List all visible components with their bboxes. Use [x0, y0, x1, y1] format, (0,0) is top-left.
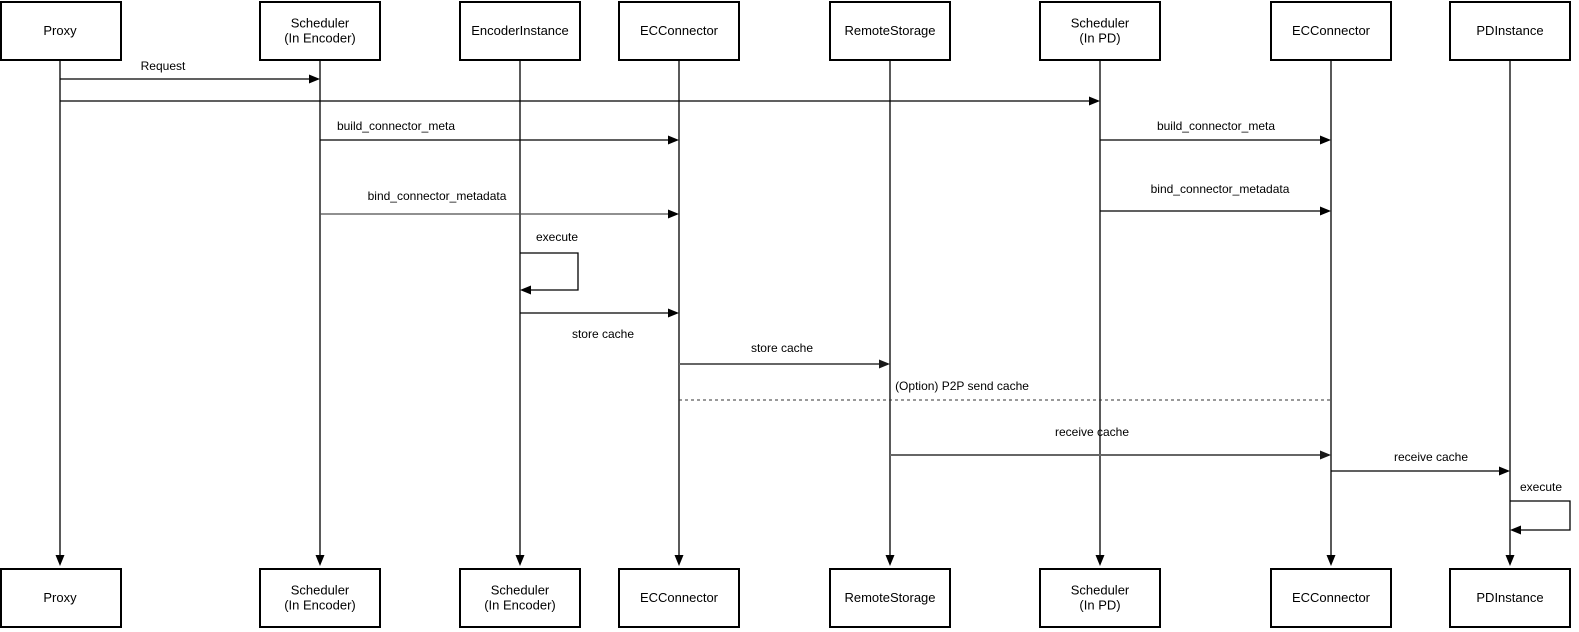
self-loop-arrowhead-execute-encoder-instance — [520, 285, 531, 295]
participant-box-bottom-scheduler-in-pd — [1039, 568, 1161, 628]
participant-label-bottom-ec-connector-encoder: ECConnector — [640, 590, 719, 605]
participant-label-top-proxy-line: Proxy — [43, 23, 77, 38]
message-arrowhead-encoder-store-cache — [668, 308, 679, 318]
message-arrowhead-build-connector-meta-pd — [1320, 135, 1331, 145]
participant-label-bottom-ec-connector-pd-line: ECConnector — [1292, 590, 1371, 605]
lifeline-arrowhead-scheduler-in-pd — [1095, 555, 1105, 566]
self-loop-execute-encoder-instance — [520, 252, 579, 291]
message-arrowhead-bind-connector-metadata-encoder — [668, 209, 679, 219]
participant-box-top-pd-instance — [1449, 1, 1571, 61]
participant-label-bottom-proxy-line: Proxy — [43, 590, 77, 605]
lifeline-arrowhead-scheduler-in-encoder — [315, 555, 325, 566]
participant-label-bottom-encoder-instance: Scheduler(In Encoder) — [484, 583, 556, 613]
message-label-bind-connector-metadata-pd: bind_connector_metadata — [1151, 182, 1290, 196]
participant-box-top-encoder-instance — [459, 1, 581, 61]
message-label-request: Request — [141, 59, 186, 73]
participant-label-top-encoder-instance-line: EncoderInstance — [471, 23, 569, 38]
participant-box-top-remote-storage — [829, 1, 951, 61]
message-arrowhead-connector-receive-cache — [1499, 466, 1510, 476]
participant-box-bottom-ec-connector-pd — [1270, 568, 1392, 628]
participant-box-top-ec-connector-encoder — [618, 1, 740, 61]
participant-label-top-remote-storage: RemoteStorage — [844, 23, 935, 38]
participant-label-top-scheduler-in-encoder: Scheduler(In Encoder) — [284, 16, 356, 46]
participant-box-bottom-scheduler-in-encoder — [259, 568, 381, 628]
self-loop-label-execute-encoder-instance: execute — [536, 230, 578, 244]
message-label-encoder-store-cache: store cache — [572, 327, 634, 341]
participant-label-top-scheduler-in-pd-line: (In PD) — [1079, 31, 1120, 46]
participant-label-bottom-scheduler-in-encoder-line: Scheduler — [291, 583, 350, 598]
lifeline-arrowhead-pd-instance — [1505, 555, 1515, 566]
participant-label-top-scheduler-in-encoder-line: Scheduler — [291, 16, 350, 31]
lifeline-arrowhead-ec-connector-pd — [1326, 555, 1336, 566]
message-label-bind-connector-metadata-encoder: bind_connector_metadata — [368, 189, 507, 203]
participant-label-bottom-scheduler-in-pd-line: Scheduler — [1071, 583, 1130, 598]
participant-label-bottom-scheduler-in-pd: Scheduler(In PD) — [1071, 583, 1130, 613]
message-label-storage-receive-cache: receive cache — [1055, 425, 1129, 439]
participant-box-bottom-pd-instance — [1449, 568, 1571, 628]
participant-label-top-ec-connector-pd-line: ECConnector — [1292, 23, 1371, 38]
message-label-build-connector-meta-pd: build_connector_meta — [1157, 119, 1275, 133]
participant-label-bottom-scheduler-in-pd-line: (In PD) — [1079, 598, 1120, 613]
message-arrowhead-build-connector-meta-encoder — [668, 135, 679, 145]
participant-label-top-scheduler-in-encoder-line: (In Encoder) — [284, 31, 356, 46]
self-loop-execute-pd-instance — [1510, 500, 1571, 531]
message-arrowhead-connector-store-cache — [879, 359, 890, 369]
message-label-connector-store-cache: store cache — [751, 341, 813, 355]
participant-label-top-ec-connector-pd: ECConnector — [1292, 23, 1371, 38]
participant-label-bottom-remote-storage-line: RemoteStorage — [844, 590, 935, 605]
lifeline-arrowhead-proxy — [55, 555, 65, 566]
participant-label-bottom-proxy: Proxy — [43, 590, 77, 605]
participant-label-top-scheduler-in-pd-line: Scheduler — [1071, 16, 1130, 31]
participant-label-bottom-scheduler-in-encoder-line: (In Encoder) — [284, 598, 356, 613]
lifeline-arrowhead-ec-connector-encoder — [674, 555, 684, 566]
message-arrowhead-request — [309, 74, 320, 84]
participant-label-top-proxy: Proxy — [43, 23, 77, 38]
participant-label-top-ec-connector-encoder: ECConnector — [640, 23, 719, 38]
participant-box-bottom-remote-storage — [829, 568, 951, 628]
lifeline-arrowhead-encoder-instance — [515, 555, 525, 566]
self-loop-label-execute-pd-instance: execute — [1520, 480, 1562, 494]
message-arrowhead-forward-request-to-pd — [1089, 96, 1100, 106]
self-loop-arrowhead-execute-pd-instance — [1510, 525, 1521, 535]
participant-box-bottom-proxy — [0, 568, 122, 628]
participant-label-bottom-ec-connector-pd: ECConnector — [1292, 590, 1371, 605]
participant-label-top-pd-instance-line: PDInstance — [1476, 23, 1543, 38]
participant-label-top-remote-storage-line: RemoteStorage — [844, 23, 935, 38]
lifeline-arrowhead-remote-storage — [885, 555, 895, 566]
message-label-p2p-send-cache: (Option) P2P send cache — [895, 379, 1029, 393]
participant-label-top-encoder-instance: EncoderInstance — [471, 23, 569, 38]
participant-label-bottom-pd-instance: PDInstance — [1476, 590, 1543, 605]
participant-label-top-pd-instance: PDInstance — [1476, 23, 1543, 38]
message-label-build-connector-meta-encoder: build_connector_meta — [337, 119, 455, 133]
participant-label-bottom-remote-storage: RemoteStorage — [844, 590, 935, 605]
participant-label-bottom-pd-instance-line: PDInstance — [1476, 590, 1543, 605]
participant-box-bottom-ec-connector-encoder — [618, 568, 740, 628]
message-arrowhead-bind-connector-metadata-pd — [1320, 206, 1331, 216]
participant-box-bottom-encoder-instance — [459, 568, 581, 628]
message-label-connector-receive-cache: receive cache — [1394, 450, 1468, 464]
message-arrowhead-storage-receive-cache — [1320, 450, 1331, 460]
participant-box-top-scheduler-in-encoder — [259, 1, 381, 61]
participant-label-bottom-encoder-instance-line: (In Encoder) — [484, 598, 556, 613]
participant-box-top-proxy — [0, 1, 122, 61]
participant-box-top-ec-connector-pd — [1270, 1, 1392, 61]
participant-label-top-ec-connector-encoder-line: ECConnector — [640, 23, 719, 38]
participant-box-top-scheduler-in-pd — [1039, 1, 1161, 61]
participant-label-bottom-ec-connector-encoder-line: ECConnector — [640, 590, 719, 605]
participant-label-bottom-scheduler-in-encoder: Scheduler(In Encoder) — [284, 583, 356, 613]
participant-label-top-scheduler-in-pd: Scheduler(In PD) — [1071, 16, 1130, 46]
participant-label-bottom-encoder-instance-line: Scheduler — [491, 583, 550, 598]
